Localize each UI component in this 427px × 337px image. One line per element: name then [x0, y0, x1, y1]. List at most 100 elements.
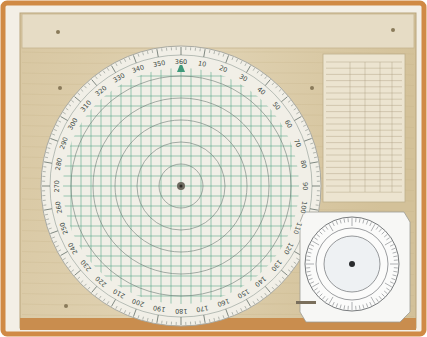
degree-tick	[316, 166, 319, 167]
degree-tick	[120, 61, 121, 64]
table-rule	[326, 136, 402, 137]
scale-tick	[386, 288, 389, 290]
degree-label: 160	[216, 297, 232, 308]
grid-line	[61, 56, 62, 316]
grid-line	[271, 56, 272, 316]
degree-tick	[63, 112, 66, 114]
degree-tick	[142, 317, 144, 320]
scale-tick	[391, 248, 395, 249]
degree-tick	[312, 147, 315, 149]
degree-tick	[247, 66, 251, 73]
degree-tick	[152, 319, 154, 322]
grid-line	[51, 206, 311, 207]
scale-tick	[385, 283, 392, 287]
degree-tick	[310, 209, 318, 210]
scale-tick	[319, 231, 322, 234]
scale-tick	[359, 219, 361, 223]
degree-tick	[317, 190, 320, 191]
degree-tick	[44, 162, 52, 163]
degree-label: 290	[59, 136, 70, 152]
degree-label: 50	[270, 100, 282, 112]
degree-label: 200	[131, 297, 147, 308]
scale-tick	[391, 278, 395, 279]
table-rule	[326, 99, 402, 100]
table-rule	[392, 62, 393, 192]
degree-tick	[99, 296, 101, 298]
table-rule	[380, 62, 381, 192]
degree-tick	[49, 143, 52, 145]
scale-tick	[352, 302, 353, 310]
scale-tick	[390, 264, 398, 265]
degree-label: 100	[299, 200, 308, 215]
degree-tick	[272, 287, 274, 289]
degree-label: 10	[197, 60, 208, 68]
scale-tick	[394, 259, 398, 260]
degree-tick	[92, 80, 97, 86]
grid-line	[51, 246, 311, 247]
scale-tick	[340, 305, 341, 309]
scale-tick	[382, 294, 385, 297]
degree-tick	[99, 74, 101, 76]
scale-tick	[384, 234, 387, 237]
grid-line	[201, 56, 202, 316]
degree-tick	[218, 317, 220, 320]
degree-tick	[190, 322, 191, 325]
degree-tick	[317, 181, 320, 182]
degree-label: 190	[152, 304, 167, 313]
scale-tick	[308, 275, 312, 276]
degree-tick	[204, 49, 205, 57]
degree-tick	[279, 89, 281, 91]
degree-tick	[92, 286, 97, 292]
degree-tick	[294, 262, 296, 264]
scale-tick	[329, 224, 333, 231]
degree-tick	[291, 266, 293, 268]
scale-tick	[333, 222, 335, 226]
degree-tick	[133, 309, 136, 317]
scale-tick	[393, 275, 397, 276]
degree-tick	[275, 284, 277, 286]
degree-tick	[116, 63, 117, 66]
degree-tick	[304, 138, 312, 141]
range-ring	[93, 98, 269, 274]
degree-tick	[112, 299, 116, 306]
degree-tick	[281, 97, 287, 102]
degree-tick	[316, 171, 319, 172]
degree-label: 250	[59, 221, 70, 237]
degree-label: 80	[299, 159, 307, 170]
degree-label: 210	[111, 287, 127, 300]
degree-label: 70	[293, 138, 303, 150]
degree-tick	[307, 134, 310, 135]
degree-tick	[301, 121, 304, 122]
degree-tick	[195, 48, 196, 51]
degree-tick	[185, 322, 186, 325]
degree-tick	[241, 308, 242, 311]
degree-label: 260	[54, 200, 63, 215]
degree-tick	[279, 280, 281, 282]
grid-line	[51, 196, 311, 197]
degree-tick	[47, 147, 50, 149]
scale-tick	[371, 224, 375, 231]
table-rule	[326, 105, 402, 106]
degree-tick	[58, 121, 61, 122]
grid-line	[51, 256, 311, 257]
scale-tick	[370, 222, 372, 226]
degree-tick	[129, 57, 130, 60]
degree-tick	[157, 49, 158, 57]
degree-tick	[195, 321, 196, 324]
degree-tick	[120, 308, 121, 311]
scale-tick	[307, 256, 311, 258]
grid-line	[251, 56, 252, 316]
grid-line	[281, 56, 282, 316]
degree-label: 220	[94, 274, 109, 288]
degree-label: 360	[174, 59, 188, 66]
degree-tick	[124, 59, 125, 62]
range-ring	[71, 76, 291, 296]
grid-line	[241, 56, 242, 316]
degree-tick	[95, 76, 97, 78]
table-rule	[326, 173, 402, 174]
scale-tick	[370, 302, 372, 306]
degree-label: 270	[54, 179, 61, 193]
degree-label: 170	[195, 304, 210, 313]
scale-ring	[316, 228, 388, 300]
